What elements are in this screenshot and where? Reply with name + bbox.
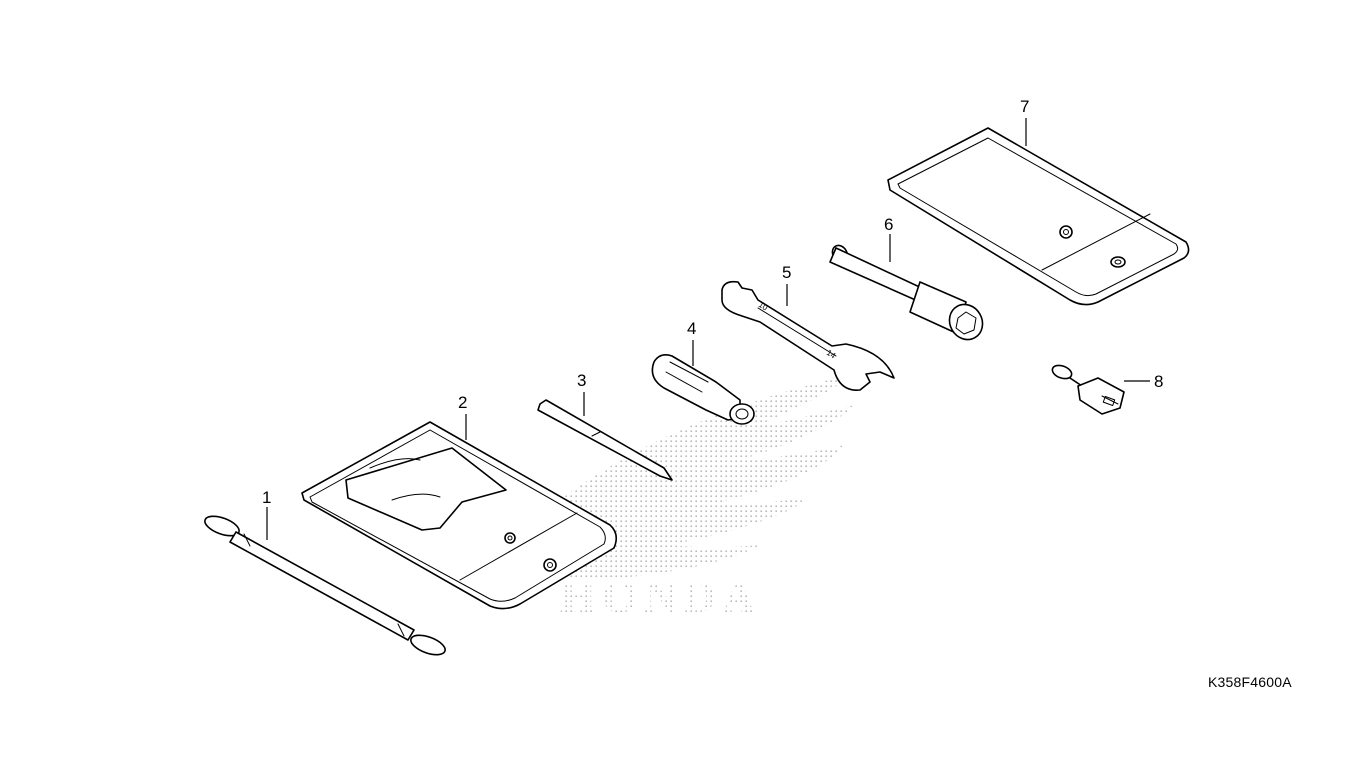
part-number-6: 6: [884, 215, 893, 234]
part-number-5: 5: [782, 263, 791, 282]
honda-watermark-text: HONDA: [560, 571, 761, 622]
honda-wing-logo-icon: [560, 375, 855, 580]
screwdriver-handle-bar-icon: [537, 399, 673, 481]
part-number-2: 2: [458, 393, 467, 412]
spark-plug-wrench-icon: [829, 244, 984, 341]
part-number-7: 7: [1020, 97, 1029, 116]
connector-icon: [1051, 364, 1125, 415]
tool-case-icon: [887, 127, 1190, 306]
rubber-strap-icon: [204, 515, 446, 656]
part-number-1: 1: [262, 488, 271, 507]
part-number-4: 4: [687, 319, 696, 338]
drawing-code: K358F4600A: [1208, 674, 1292, 690]
part-number-3: 3: [577, 371, 586, 390]
open-end-wrench-icon: [721, 280, 895, 391]
tool-bag-icon: [301, 421, 618, 610]
part-number-8: 8: [1154, 372, 1163, 391]
screwdriver-grip-icon: [651, 354, 755, 425]
